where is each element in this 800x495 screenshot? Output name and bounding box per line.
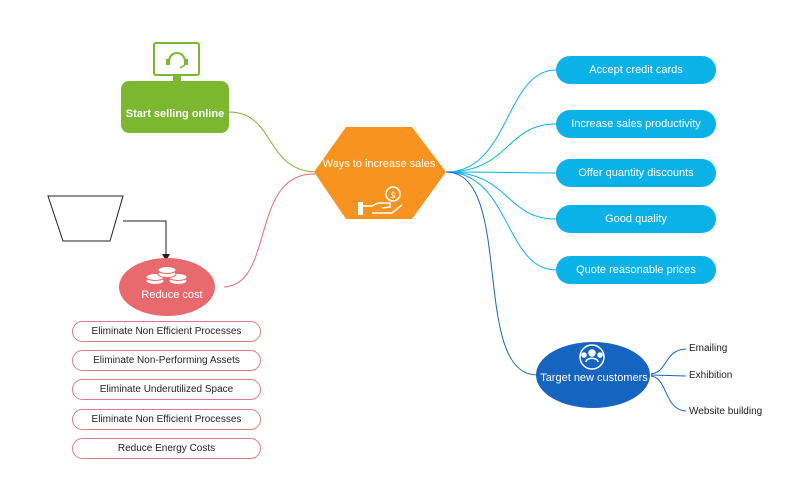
- arrow-head: [162, 254, 170, 261]
- reduce-cost-label: Reduce cost: [141, 289, 203, 301]
- cost-item: Reduce Energy Costs: [72, 438, 261, 459]
- coins-icon: [145, 266, 188, 285]
- target-child-website-building: Website building: [689, 406, 763, 417]
- connector-prices: [445, 171, 557, 271]
- connector-accept-credit: [445, 69, 557, 173]
- start-selling-online-label: Start selling online: [125, 108, 225, 120]
- connector-exhibition: [650, 374, 687, 377]
- connector-emailing: [650, 348, 687, 375]
- target-child-exhibition: Exhibition: [689, 370, 733, 381]
- topic-accept-credit-cards: Accept credit cards: [556, 56, 716, 84]
- arrow-connector: [123, 220, 167, 256]
- hand-money-icon: $: [358, 186, 403, 215]
- center-topic-label: Ways to increase sales: [322, 158, 436, 170]
- target-customers-label: Target new customers: [540, 372, 648, 384]
- center-hexagon: [314, 127, 446, 219]
- connector-discounts: [445, 171, 557, 174]
- connector-productivity: [445, 123, 557, 173]
- connector-online: [228, 111, 316, 173]
- cost-item: Eliminate Non Efficient Processes: [72, 409, 261, 430]
- topic-quote-reasonable-prices: Quote reasonable prices: [556, 256, 716, 284]
- cost-item: Eliminate Non-Performing Assets: [72, 350, 261, 371]
- people-target-icon: [579, 344, 605, 370]
- target-customers-bubble: [536, 342, 650, 408]
- trapezoid-shape: [47, 195, 124, 242]
- connector-cost: [223, 173, 316, 288]
- topic-offer-quantity-discounts: Offer quantity discounts: [556, 159, 716, 187]
- connector-quality: [445, 171, 557, 220]
- start-selling-online-box: [121, 81, 229, 133]
- topic-increase-sales-productivity: Increase sales productivity: [556, 110, 716, 138]
- target-child-emailing: Emailing: [689, 343, 728, 354]
- connector-website: [650, 375, 687, 412]
- connector-target: [445, 171, 538, 376]
- headset-monitor-icon: [153, 42, 200, 81]
- svg-text:$: $: [390, 191, 396, 201]
- cost-item: Eliminate Non Efficient Processes: [72, 321, 261, 342]
- topic-good-quality: Good quality: [556, 205, 716, 233]
- reduce-cost-bubble: [119, 258, 215, 316]
- cost-item: Eliminate Underutilized Space: [72, 379, 261, 400]
